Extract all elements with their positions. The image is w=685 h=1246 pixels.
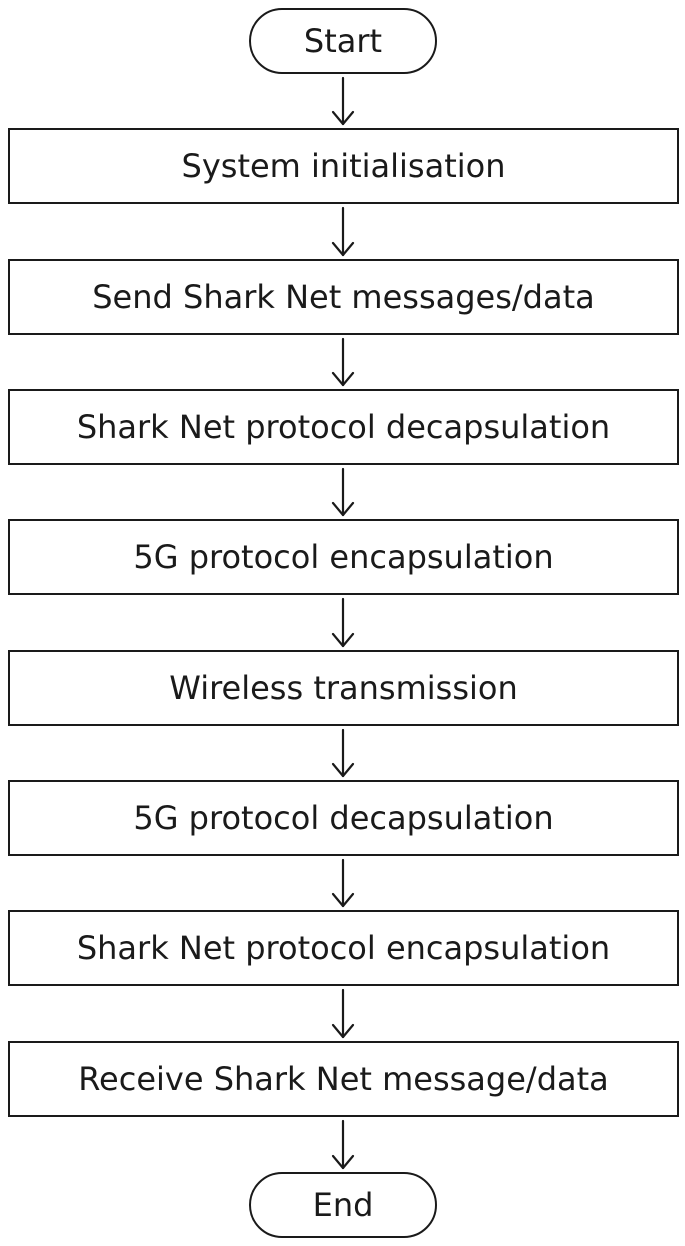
node-label: End <box>312 1186 374 1224</box>
arrow-send-shark-net-messages-to-shark-net-protocol-decapsulation <box>331 337 355 387</box>
node-label: Receive Shark Net message/data <box>78 1060 609 1098</box>
shark-net-protocol-decapsulation-step: Shark Net protocol decapsulation <box>8 389 679 465</box>
arrow-wireless-transmission-to-5g-protocol-decapsulation <box>331 728 355 778</box>
shark-net-protocol-encapsulation-step: Shark Net protocol encapsulation <box>8 910 679 986</box>
arrow-5g-protocol-decapsulation-to-shark-net-protocol-encapsulation <box>331 858 355 908</box>
arrow-5g-protocol-encapsulation-to-wireless-transmission <box>331 597 355 648</box>
arrow-shark-net-protocol-decapsulation-to-5g-protocol-encapsulation <box>331 467 355 517</box>
5g-protocol-encapsulation-step: 5G protocol encapsulation <box>8 519 679 595</box>
receive-shark-net-message-step: Receive Shark Net message/data <box>8 1041 679 1117</box>
wireless-transmission-step: Wireless transmission <box>8 650 679 726</box>
start-terminal: Start <box>249 8 437 74</box>
node-label: System initialisation <box>181 147 506 185</box>
node-label: Send Shark Net messages/data <box>92 278 595 316</box>
system-initialisation-step: System initialisation <box>8 128 679 204</box>
node-label: Shark Net protocol decapsulation <box>76 408 611 446</box>
5g-protocol-decapsulation-step: 5G protocol decapsulation <box>8 780 679 856</box>
node-label: Wireless transmission <box>169 669 518 707</box>
node-label: Start <box>303 22 383 60</box>
arrow-receive-shark-net-message-to-end <box>331 1119 355 1170</box>
end-terminal: End <box>249 1172 437 1238</box>
send-shark-net-messages-step: Send Shark Net messages/data <box>8 259 679 335</box>
node-label: 5G protocol decapsulation <box>133 799 554 837</box>
node-label: 5G protocol encapsulation <box>133 538 554 576</box>
node-label: Shark Net protocol encapsulation <box>76 929 611 967</box>
arrow-system-initialisation-to-send-shark-net-messages <box>331 206 355 257</box>
arrow-shark-net-protocol-encapsulation-to-receive-shark-net-message <box>331 988 355 1039</box>
arrow-start-to-system-initialisation <box>331 76 355 126</box>
